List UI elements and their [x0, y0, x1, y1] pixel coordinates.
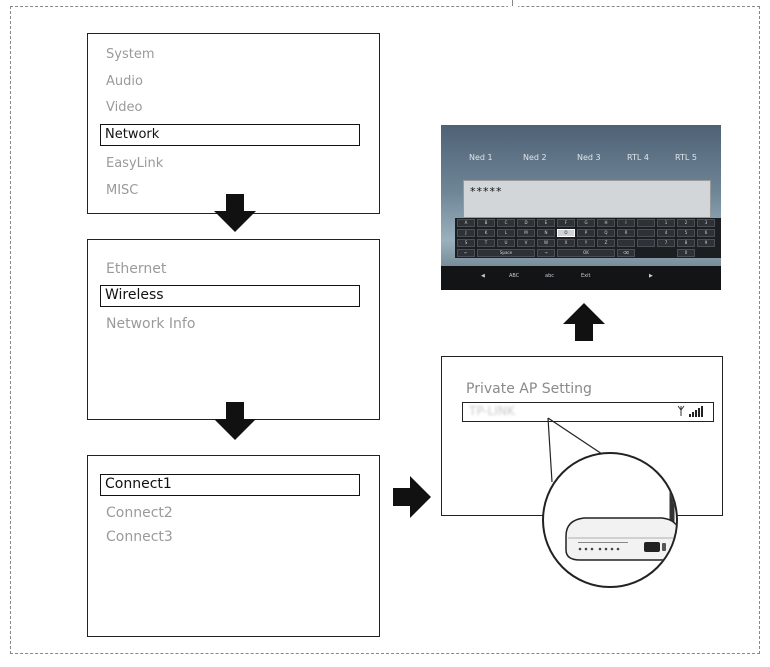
keyboard-key[interactable]: H	[597, 219, 615, 227]
frame-tick	[512, 0, 513, 6]
keyboard-key[interactable]: Z	[597, 239, 615, 247]
channel-5: RTL 5	[675, 153, 697, 162]
keyboard-key[interactable]: D	[517, 219, 535, 227]
ssid-field[interactable]: TP-LINK	[462, 402, 714, 422]
ok-key[interactable]: OK	[557, 249, 615, 257]
channel-1: Ned 1	[469, 153, 493, 162]
keyboard-key[interactable]	[617, 239, 635, 247]
ssid-label: TP-LINK	[469, 404, 515, 418]
keyboard-key[interactable]: L	[497, 229, 515, 237]
keyboard-key[interactable]	[637, 219, 655, 227]
channel-4: RTL 4	[627, 153, 649, 162]
keyboard-key[interactable]: X	[557, 239, 575, 247]
keyboard-key[interactable]: Q	[597, 229, 615, 237]
keyboard-key[interactable]: 3	[697, 219, 715, 227]
keyboard-key[interactable]: A	[457, 219, 475, 227]
next-icon[interactable]: ▶	[649, 273, 653, 279]
keyboard-key[interactable]: O	[557, 229, 575, 237]
settings-menu-panel: System Audio Video Network EasyLink MISC	[87, 33, 380, 214]
connections-panel: Connect1 Connect2 Connect3	[87, 455, 380, 637]
password-value: *****	[470, 185, 503, 198]
keyboard-key[interactable]: 5	[677, 229, 695, 237]
arrow-key[interactable]: →	[537, 249, 555, 257]
menu-item-system[interactable]: System	[106, 47, 155, 62]
delete-key[interactable]: ⌫	[617, 249, 635, 257]
keyboard-key[interactable]	[637, 229, 655, 237]
keyboard-key[interactable]: T	[477, 239, 495, 247]
router-icon	[565, 485, 676, 561]
down-arrow-2	[214, 402, 256, 440]
bar-abc-lower[interactable]: abc	[545, 273, 554, 279]
keyboard-key[interactable]: K	[477, 229, 495, 237]
prev-icon[interactable]: ◀	[481, 273, 485, 279]
keyboard-key[interactable]: U	[497, 239, 515, 247]
keyboard-key[interactable]: W	[537, 239, 555, 247]
menu-item-connect1[interactable]: Connect1	[100, 474, 360, 496]
tv-bottom-bar: ◀ ABC abc Exit ▶	[441, 266, 721, 290]
keyboard-key[interactable]: I	[617, 219, 635, 227]
right-arrow	[393, 476, 431, 518]
channel-strip: Ned 1 Ned 2 Ned 3 RTL 4 RTL 5	[461, 153, 711, 173]
keyboard-key[interactable]: N	[537, 229, 555, 237]
menu-item-connect2[interactable]: Connect2	[106, 505, 173, 521]
bar-exit[interactable]: Exit	[581, 273, 591, 279]
keyboard-key[interactable]: J	[457, 229, 475, 237]
channel-3: Ned 3	[577, 153, 601, 162]
keyboard-key[interactable]: 1	[657, 219, 675, 227]
zero-key[interactable]: 0	[677, 249, 695, 257]
bar-abc[interactable]: ABC	[509, 273, 520, 279]
menu-item-easylink[interactable]: EasyLink	[106, 156, 164, 171]
keyboard-key[interactable]: P	[577, 229, 595, 237]
keyboard-key[interactable]: 6	[697, 229, 715, 237]
keyboard-key[interactable]: C	[497, 219, 515, 227]
menu-item-video[interactable]: Video	[106, 100, 143, 115]
keyboard-key[interactable]: S	[457, 239, 475, 247]
menu-item-wireless[interactable]: Wireless	[100, 285, 360, 307]
keyboard-key[interactable]: E	[537, 219, 555, 227]
channel-2: Ned 2	[523, 153, 547, 162]
backspace-key[interactable]: ←	[457, 249, 475, 257]
keyboard-key[interactable]: V	[517, 239, 535, 247]
keyboard-key[interactable]	[637, 239, 655, 247]
router-magnifier	[542, 452, 678, 588]
password-input[interactable]: *****	[463, 180, 711, 218]
callout-lines	[547, 417, 606, 483]
ap-panel-title: Private AP Setting	[466, 381, 592, 397]
keyboard-key[interactable]: 2	[677, 219, 695, 227]
wifi-signal-icon	[677, 404, 707, 421]
space-key[interactable]: Space	[477, 249, 535, 257]
keyboard-key[interactable]: 7	[657, 239, 675, 247]
keyboard-key[interactable]: M	[517, 229, 535, 237]
up-arrow	[563, 303, 605, 341]
keyboard-key[interactable]: 9	[697, 239, 715, 247]
keyboard-key[interactable]: 4	[657, 229, 675, 237]
network-menu-panel: Ethernet Wireless Network Info	[87, 239, 380, 420]
keyboard-key[interactable]: Y	[577, 239, 595, 247]
keyboard-key[interactable]: B	[477, 219, 495, 227]
menu-item-network-info[interactable]: Network Info	[106, 316, 196, 332]
menu-item-network[interactable]: Network	[100, 124, 360, 146]
keyboard-key[interactable]: R	[617, 229, 635, 237]
keyboard-key[interactable]: 8	[677, 239, 695, 247]
menu-item-connect3[interactable]: Connect3	[106, 529, 173, 545]
menu-item-audio[interactable]: Audio	[106, 74, 143, 89]
menu-item-ethernet[interactable]: Ethernet	[106, 261, 167, 277]
menu-item-misc[interactable]: MISC	[106, 183, 139, 198]
keyboard-key[interactable]: F	[557, 219, 575, 227]
keyboard-key[interactable]: G	[577, 219, 595, 227]
dashed-frame	[10, 6, 760, 654]
down-arrow-1	[214, 194, 256, 232]
